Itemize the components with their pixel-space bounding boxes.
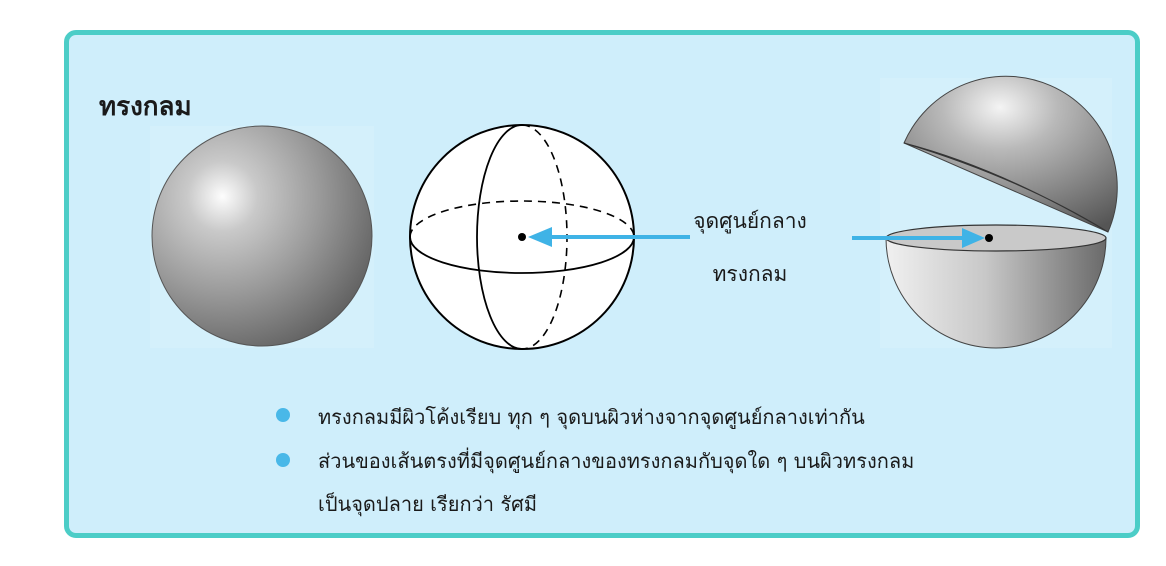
center-point (518, 233, 526, 241)
right-arrow (852, 228, 985, 248)
bullet-text-2-continued: เป็นจุดปลาย เรียกว่า รัศมี (318, 492, 538, 516)
center-label-line2: ทรงกลม (712, 262, 788, 286)
center-label-line1: จุดศูนย์กลาง (693, 209, 807, 233)
bullet-dot-1 (276, 408, 290, 422)
bullet-text-2: ส่วนของเส้นตรงที่มีจุดศูนย์กลางของทรงกลม… (318, 449, 915, 473)
solid-sphere (151, 125, 373, 347)
bullet-text-1: ทรงกลมมีผิวโค้งเรียบ ทุก ๆ จุดบนผิวห่างจ… (318, 405, 865, 429)
bullet-dot-2 (276, 453, 290, 467)
opened-sphere (885, 75, 1118, 349)
left-arrow (528, 227, 690, 247)
opened-center-point (985, 234, 993, 242)
wireframe-sphere (409, 124, 635, 350)
page-title: ทรงกลม (99, 92, 192, 122)
